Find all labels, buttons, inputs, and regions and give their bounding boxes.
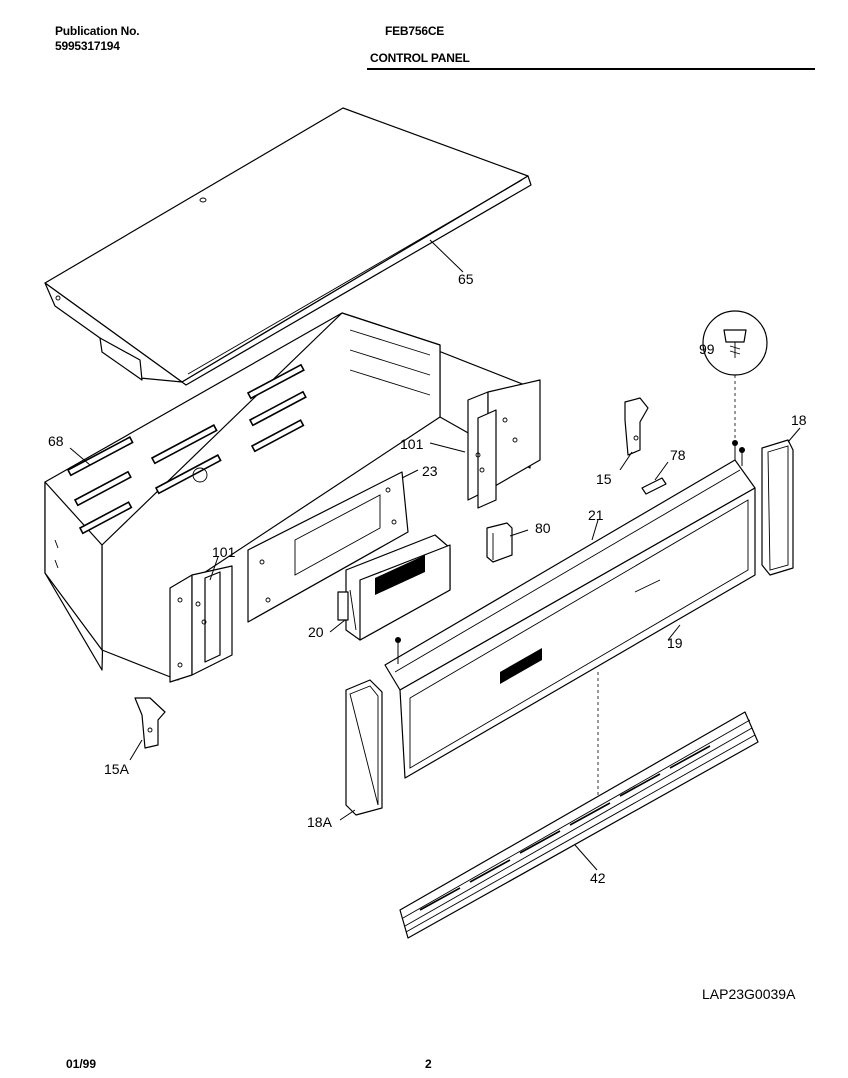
drawing-code: LAP23G0039A [702, 986, 796, 1002]
part-15a-clip [134, 697, 166, 749]
part-80-component [486, 522, 513, 563]
section-title: CONTROL PANEL [370, 51, 470, 65]
callout-15a: 15A [104, 761, 130, 777]
callout-42: 42 [590, 870, 606, 886]
callout-21: 21 [588, 507, 604, 523]
callout-101-right: 101 [400, 436, 424, 452]
callout-80: 80 [535, 520, 551, 536]
part-18-end-cap [761, 439, 794, 576]
callout-18: 18 [791, 412, 807, 428]
part-65-top-cover [44, 107, 532, 386]
callout-18a: 18A [307, 814, 333, 830]
header-rule [367, 68, 815, 70]
leader-lines [69, 239, 801, 871]
publication-label: Publication No. [55, 24, 140, 38]
footer-page: 2 [425, 1057, 432, 1071]
callout-15: 15 [596, 471, 612, 487]
callout-101-left: 101 [212, 544, 236, 560]
callout-65: 65 [458, 271, 474, 287]
callout-68: 68 [48, 433, 64, 449]
model-number: FEB756CE [385, 24, 445, 38]
callout-99: 99 [699, 341, 715, 357]
callout-19: 19 [667, 635, 683, 651]
part-20-electronic-control [337, 534, 451, 641]
part-101-left-bracket [169, 565, 233, 683]
part-78-component [641, 477, 667, 495]
part-101-right-bracket [467, 379, 541, 509]
callout-20: 20 [308, 624, 324, 640]
callout-labels: 65 99 68 101 23 18 15 78 80 21 101 20 19… [48, 271, 807, 886]
part-99-screw-detail [702, 310, 768, 440]
callout-23: 23 [422, 463, 438, 479]
part-42-grille [399, 711, 759, 939]
publication-number: 5995317194 [55, 39, 120, 53]
footer-date: 01/99 [66, 1057, 97, 1071]
panel-screws [395, 440, 745, 664]
part-19-control-panel [399, 487, 756, 800]
part-68-control-housing [44, 312, 531, 681]
part-15-clip [624, 397, 649, 456]
part-18a-end-cap [345, 679, 383, 816]
part-23-mounting-plate [247, 471, 409, 623]
callout-78: 78 [670, 447, 686, 463]
